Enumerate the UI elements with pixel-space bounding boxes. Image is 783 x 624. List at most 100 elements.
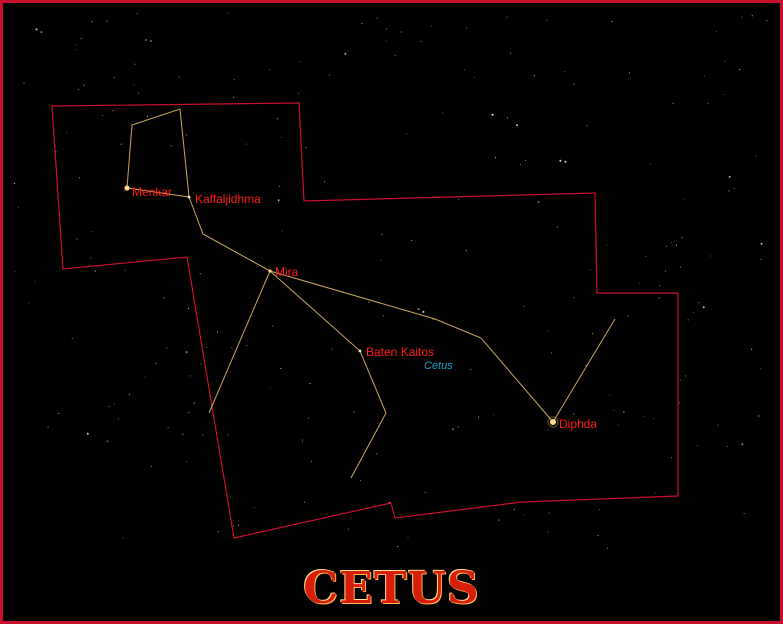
background-star — [193, 402, 195, 404]
background-star — [547, 330, 549, 332]
background-star — [523, 514, 525, 516]
background-star — [741, 16, 743, 18]
background-star — [202, 434, 204, 436]
background-star — [101, 115, 104, 117]
background-star — [253, 506, 255, 509]
background-star — [277, 199, 280, 202]
background-star — [417, 308, 420, 311]
figure-line-neck — [188, 196, 271, 272]
background-star — [106, 440, 109, 443]
background-star — [550, 352, 553, 354]
background-star — [573, 413, 575, 415]
background-star — [672, 102, 674, 104]
figure-line-body — [269, 270, 616, 423]
star-mira — [268, 269, 272, 273]
background-star — [684, 375, 687, 377]
background-star — [145, 39, 147, 41]
background-star — [506, 16, 508, 18]
background-star — [681, 236, 683, 239]
background-star — [728, 175, 731, 178]
background-star — [564, 160, 567, 163]
label-menkar: Menkar — [132, 185, 172, 199]
background-star — [301, 439, 304, 441]
background-star — [649, 163, 651, 165]
background-star — [495, 157, 497, 159]
background-star — [696, 444, 698, 446]
background-star — [678, 402, 680, 404]
background-star — [397, 545, 399, 548]
background-star — [733, 187, 735, 190]
background-star — [280, 367, 282, 369]
background-star — [86, 432, 89, 435]
background-star — [741, 443, 744, 446]
background-star — [707, 103, 709, 105]
background-star — [133, 84, 135, 86]
background-star — [309, 382, 311, 384]
background-star — [376, 17, 378, 19]
background-star — [589, 268, 591, 270]
background-star — [559, 159, 562, 162]
background-star — [724, 60, 726, 62]
background-star — [347, 528, 349, 530]
background-star — [277, 201, 280, 203]
background-star — [344, 52, 347, 55]
background-star — [280, 136, 283, 138]
background-star — [146, 115, 149, 117]
background-star — [188, 412, 190, 414]
background-star — [683, 198, 685, 200]
background-star — [47, 426, 49, 428]
background-star — [606, 547, 609, 549]
background-star — [186, 134, 188, 136]
background-star — [298, 92, 300, 94]
background-star — [628, 72, 631, 74]
background-star — [124, 269, 126, 271]
background-star — [523, 305, 525, 308]
background-star — [34, 280, 36, 282]
background-star — [671, 457, 673, 459]
background-star — [106, 20, 108, 22]
background-star — [232, 525, 235, 527]
background-star — [524, 159, 527, 161]
background-star — [136, 12, 138, 15]
background-star — [455, 369, 457, 371]
background-star — [138, 92, 140, 94]
background-star — [35, 28, 38, 31]
background-star — [276, 118, 278, 120]
background-star — [323, 181, 326, 183]
background-star — [206, 346, 208, 349]
background-star — [117, 418, 120, 420]
star-map: Menkar Kaffaljidhma Mira Baten Kaitos Di… — [13, 12, 768, 549]
background-star — [188, 307, 190, 309]
background-star — [170, 145, 172, 147]
background-star — [519, 164, 521, 166]
background-star — [223, 198, 225, 200]
background-star — [129, 394, 131, 396]
background-star — [609, 394, 611, 396]
background-star — [40, 31, 43, 34]
background-star — [611, 21, 613, 23]
background-star — [465, 249, 467, 251]
background-star — [491, 113, 494, 116]
background-star — [94, 270, 96, 272]
background-star — [400, 31, 402, 33]
background-star — [431, 25, 433, 27]
background-star — [55, 151, 57, 153]
label-kaffaljidhma: Kaffaljidhma — [195, 192, 261, 206]
background-star — [537, 201, 540, 203]
star-kaffaljidhma — [187, 195, 191, 199]
page-title: CETUS — [303, 563, 480, 614]
background-star — [547, 429, 549, 431]
background-star — [606, 244, 608, 246]
background-star — [189, 375, 192, 377]
background-star — [272, 325, 274, 327]
background-star — [664, 270, 666, 272]
background-star — [622, 411, 625, 414]
background-star — [509, 52, 511, 54]
background-star — [58, 412, 60, 414]
background-star — [155, 362, 157, 364]
background-star — [307, 417, 310, 419]
background-star — [269, 69, 271, 71]
background-star — [123, 190, 125, 192]
background-star — [112, 110, 114, 112]
background-star — [639, 282, 641, 284]
